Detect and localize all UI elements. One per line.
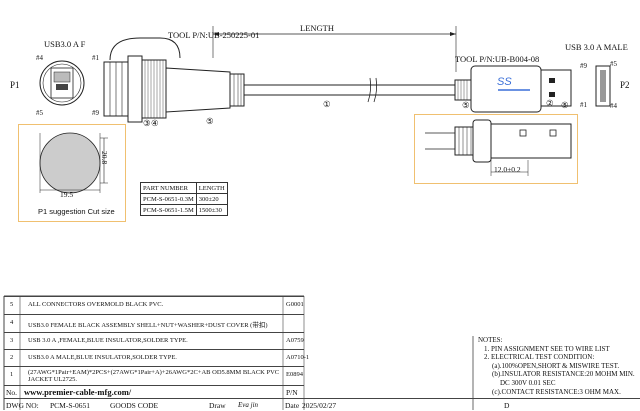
- website-row: No. www.premier-cable-mfg.com/ P/N: [4, 385, 304, 398]
- length-label: LENGTH: [300, 23, 334, 33]
- draw-signature: Eva jin: [238, 401, 259, 409]
- callout-5-left: ⑤: [206, 116, 214, 126]
- bom-row-3: 3 USB 3.0 A ,FEMALE,BLUE INSULATOR,SOLDE…: [4, 332, 304, 349]
- male-plug-highlight: [414, 114, 578, 184]
- drawing-date: 2025/02/27: [302, 401, 337, 410]
- drawing-info-row: DWG NO: PCM-S-0651 GOODS CODE Draw Eva j…: [4, 398, 640, 411]
- callout-4: ④: [151, 118, 159, 128]
- callout-5-center: ⑤: [462, 100, 470, 110]
- dwg-number: PCM-S-0651: [50, 401, 91, 410]
- p1-label: P1: [10, 80, 20, 90]
- usb-a-male-end-view: [595, 65, 611, 107]
- cable: [244, 77, 455, 103]
- pin-1-label-left: #1: [92, 54, 99, 62]
- usb-af-label: USB3.0 A F: [44, 39, 86, 49]
- pin-1-label-right: #1: [580, 101, 587, 109]
- length-header: LENGTH: [195, 182, 228, 194]
- part-number-table: PART NUMBER LENGTH PCM-S-0651-0.3M 300±2…: [140, 182, 228, 216]
- bom-row-5: 5 ALL CONNECTORS OVERMOLD BLACK PVC. G00…: [4, 296, 304, 313]
- tool-pn-left: TOOL P/N:UB-250225-01: [168, 30, 260, 40]
- table-row: PCM-S-0651-0.3M 300±20: [140, 193, 228, 205]
- notes-block: NOTES: 1. PIN ASSIGNMENT SEE TO WIRE LIS…: [478, 336, 635, 396]
- bom-row-2: 2 USB3.0 A MALE,BLUE INSULATOR,SOLDER TY…: [4, 349, 309, 366]
- callout-3: ③: [143, 118, 151, 128]
- male-plug-detail: [425, 119, 572, 176]
- pin-4-label-right: #4: [610, 102, 617, 110]
- dim-19-5: 19.5: [60, 190, 74, 199]
- bom-row-1: 1 (27AWG*1Pair+EAM)*2PCS+(27AWG*1Pair+A)…: [4, 366, 304, 385]
- dim-20-8: 20.8: [100, 150, 110, 165]
- panel-mount-connector: [103, 37, 245, 123]
- table-row: PCM-S-0651-1.5M 1500±30: [140, 204, 228, 216]
- dim-12: 12.0±0.2: [494, 165, 521, 174]
- usb-a-female-front-view: [39, 60, 85, 106]
- part-table-header: PART NUMBER LENGTH: [140, 182, 228, 194]
- pin-5-label-right: #5: [610, 60, 617, 68]
- website-link[interactable]: www.premier-cable-mfg.com/: [24, 387, 132, 397]
- cut-size-box: [18, 124, 126, 222]
- pin-9-label-left: #9: [92, 109, 99, 117]
- pin-9-label-right: #9: [580, 62, 587, 70]
- callout-2: ②: [546, 98, 554, 108]
- cut-size-caption: P1 suggestion Cut size: [38, 207, 115, 216]
- superspeed-logo: SS: [497, 76, 512, 88]
- cut-size-diagram: [39, 132, 108, 194]
- callout-5-right: ⑤: [561, 100, 569, 110]
- part-number-header: PART NUMBER: [140, 182, 197, 194]
- usb-a-male-connector: [454, 65, 572, 113]
- pin-4-label-left: #4: [36, 54, 43, 62]
- usb-am-label: USB 3.0 A MALE: [565, 42, 628, 52]
- callout-1: ①: [323, 99, 331, 109]
- pin-5-label-left: #5: [36, 109, 43, 117]
- bom-row-4: 4 USB3.0 FEMALE BLACK ASSEMBLY SHELL+NUT…: [4, 314, 304, 331]
- tool-pn-right: TOOL P/N:UB-B004-08: [455, 54, 540, 64]
- p2-label: P2: [620, 80, 630, 90]
